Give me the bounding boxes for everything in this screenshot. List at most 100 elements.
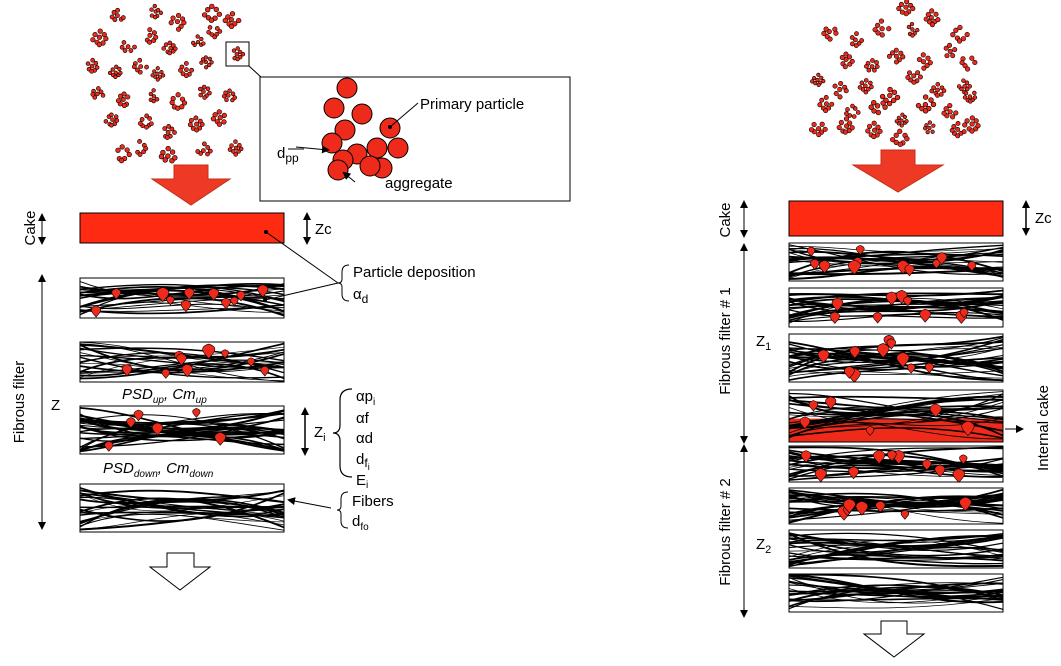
- dpp-label: dpp: [277, 145, 299, 165]
- fiber-layer: [788, 445, 1004, 483]
- z-label: Z: [51, 397, 60, 414]
- aggregate-particle: [227, 139, 244, 157]
- aggregate-particle: [865, 120, 883, 140]
- fiber-layer: [79, 483, 285, 533]
- fiber-layer: [788, 287, 1004, 328]
- cake-label-right: Cake: [717, 202, 734, 237]
- prop-d-f: dfi: [356, 451, 370, 472]
- dfo-label: dfo: [352, 513, 369, 533]
- z2-label: Z2: [756, 536, 771, 556]
- psd-down-label: PSDdown, Cmdown: [103, 460, 214, 480]
- internal-cake-label: Internal cake: [1035, 385, 1052, 471]
- aggregate-particle: [849, 31, 865, 48]
- z1-label: Z1: [756, 333, 771, 353]
- prop-alpha-f: αf: [356, 410, 370, 427]
- aggregate-particle: [187, 115, 205, 133]
- aggregate-label: aggregate: [385, 175, 453, 192]
- aggregate-particle: [206, 25, 223, 40]
- aggregate-particle: [905, 70, 923, 85]
- aggregate-particle: [817, 95, 835, 114]
- aggregate-particle: [941, 102, 959, 120]
- prop-alpha-p: αpi: [356, 388, 375, 408]
- aggregate-particle: [149, 3, 164, 20]
- fibrous-filter-2-label: Fibrous filter # 2: [717, 478, 734, 586]
- aggregate-particle: [839, 51, 855, 70]
- fiber-layer: [788, 487, 1004, 525]
- aggregate-particle: [85, 57, 100, 74]
- primary-particle: [323, 97, 345, 119]
- deposition-brace: [337, 264, 350, 302]
- aggregate-particle: [135, 139, 149, 157]
- right-filter-layers: [788, 242, 1004, 613]
- aggregate-particle: [821, 26, 839, 42]
- aggregate-particle: [168, 12, 187, 32]
- outflow-arrow-right: [862, 620, 926, 658]
- deposition-pointer-2: [264, 282, 339, 301]
- primary-particle: [336, 77, 358, 99]
- primary-particle: [359, 155, 381, 177]
- aggregate-particle: [949, 121, 967, 139]
- outflow-arrow-left: [148, 552, 212, 591]
- cake-layer-right: [788, 200, 1004, 237]
- aggregate-particle: [169, 92, 188, 111]
- zi-label: Zi: [314, 424, 326, 444]
- aggregate-particle: [879, 86, 901, 107]
- aerosol-cloud-left: [85, 3, 246, 164]
- aggregate-particle: [956, 78, 972, 95]
- zc-label-right: Zc: [1035, 210, 1052, 227]
- aggregate-particle: [178, 61, 194, 79]
- prop-alpha-d: αd: [356, 430, 373, 447]
- aggregate-particle: [894, 112, 909, 128]
- aggregate-particle: [886, 47, 906, 65]
- fiber-layer: [79, 277, 285, 319]
- property-list: αpi αf αd dfi Ei: [356, 388, 375, 491]
- aggregate-particle: [191, 34, 206, 48]
- primary-pointer: [389, 102, 419, 128]
- aggregate-particle: [844, 103, 861, 119]
- fiber-layer: [788, 573, 1004, 613]
- primary-particle-label: Primary particle: [420, 96, 524, 113]
- aggregate-particle: [916, 52, 933, 71]
- aggregate-particle: [923, 8, 941, 28]
- fibers-label: Fibers: [352, 493, 394, 510]
- aggregate-particle: [832, 80, 849, 100]
- aggregate-particle: [144, 27, 159, 45]
- aggregate-particle: [959, 55, 978, 72]
- aggregate-particle: [161, 40, 178, 56]
- primary-dot: [388, 125, 392, 129]
- aggregate-particle: [923, 120, 936, 135]
- flow-arrow-right: [851, 149, 945, 193]
- aggregate-particle: [109, 7, 126, 23]
- primary-particle: [366, 137, 388, 159]
- particle-deposition-label: Particle deposition: [353, 264, 476, 281]
- aggregate-particles: [321, 77, 409, 181]
- aggregate-particle: [864, 58, 880, 73]
- aggregate-particle: [148, 88, 160, 104]
- aggregate-particle: [222, 11, 242, 30]
- fibrous-filter-1-label: Fibrous filter # 1: [717, 287, 734, 395]
- aggregate-particle: [810, 72, 826, 87]
- fiber-layer: [788, 242, 1004, 282]
- aggregate-particle: [198, 84, 212, 100]
- aggregate-particle: [943, 42, 958, 59]
- fibers-pointer: [287, 497, 332, 509]
- primary-particle: [327, 159, 349, 181]
- prop-e: Ei: [356, 472, 368, 491]
- aggregate-particle: [107, 64, 123, 80]
- aggregate-particle: [221, 88, 237, 103]
- psd-up-label: PSDup, Cmup: [122, 386, 207, 406]
- zoom-connector: [248, 65, 263, 79]
- aggregate-particle: [906, 22, 920, 38]
- aerosol-cloud-right: [808, 0, 981, 147]
- cake-label-left: Cake: [22, 210, 39, 245]
- zoom-source-box: [225, 41, 250, 67]
- fiber-layer: [788, 529, 1004, 569]
- aggregate-particle: [131, 57, 149, 75]
- aggregate-particle: [962, 115, 981, 134]
- aggregate-particle: [836, 116, 855, 135]
- primary-particle: [351, 103, 373, 125]
- aggregate-particle: [162, 124, 177, 140]
- aggregate-particle: [115, 91, 131, 109]
- aggregate-particle: [950, 24, 970, 44]
